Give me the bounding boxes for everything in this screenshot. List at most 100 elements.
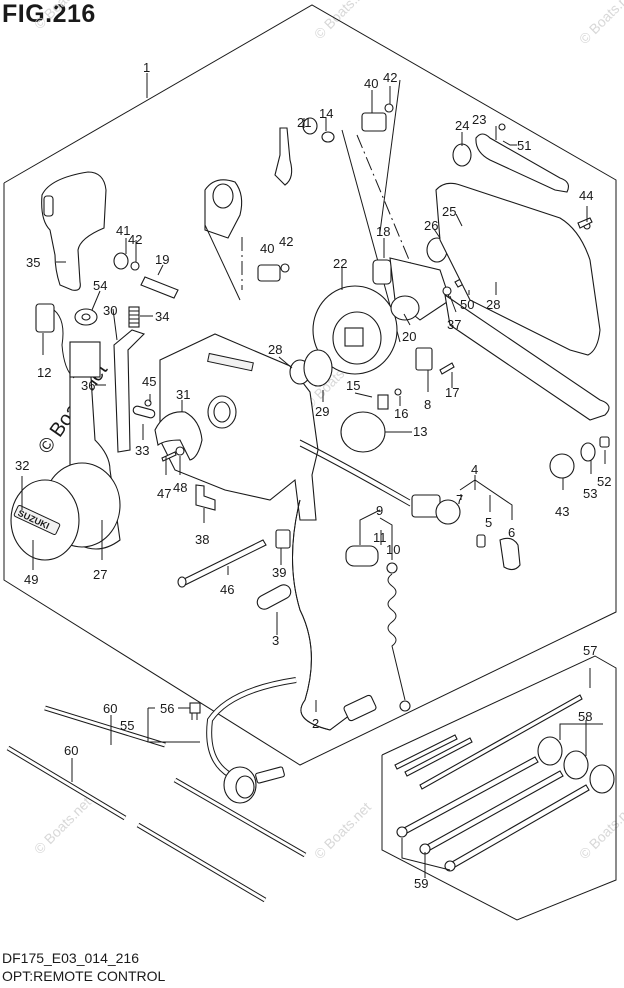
callout-label[interactable]: 44	[579, 188, 593, 203]
callout-label[interactable]: 25	[442, 204, 456, 219]
part-plate	[256, 584, 292, 610]
callout-label[interactable]: 9	[376, 503, 383, 518]
callout-label[interactable]: 16	[394, 406, 408, 421]
callout-labels: 1 2 3 4 5 6 7 8 9 10 11 12 13 14 15 16 1…	[15, 60, 611, 891]
callout-label[interactable]: 15	[346, 378, 360, 393]
callout-label[interactable]: 13	[413, 424, 427, 439]
watermark: © Boats.net	[31, 794, 94, 857]
assembly-frame-kit	[381, 655, 617, 921]
callout-label[interactable]: 30	[103, 303, 117, 318]
callout-label[interactable]: 2	[312, 716, 319, 731]
watermark: © Boats.net	[31, 0, 94, 32]
callout-label[interactable]: 54	[93, 278, 107, 293]
callout-label[interactable]: 36	[81, 378, 95, 393]
leader-lines	[21, 73, 606, 878]
callout-label[interactable]: 50	[460, 297, 474, 312]
callout-label[interactable]: 31	[176, 387, 190, 402]
part-washer-clip	[113, 252, 140, 271]
callout-label[interactable]: 52	[597, 474, 611, 489]
callout-label[interactable]: 18	[376, 224, 390, 239]
callout-label[interactable]: 7	[456, 492, 463, 507]
callout-label[interactable]: 29	[315, 404, 329, 419]
callout-label[interactable]: 45	[142, 374, 156, 389]
callout-label[interactable]: 40	[364, 76, 378, 91]
callout-label[interactable]: 60	[64, 743, 78, 758]
callout-label[interactable]: 10	[386, 542, 400, 557]
callout-label[interactable]: 60	[103, 701, 117, 716]
part-gear-plate	[312, 285, 398, 375]
part-clip-bracket	[195, 484, 216, 511]
callout-label[interactable]: 14	[319, 106, 333, 121]
callout-label[interactable]: 20	[402, 329, 416, 344]
part-throttle-bracket	[204, 179, 243, 290]
watermark: © Boats.net	[576, 799, 624, 862]
part-neutral-switch	[35, 303, 101, 379]
callout-label[interactable]: 42	[383, 70, 397, 85]
callout-label[interactable]: 39	[272, 565, 286, 580]
callout-label[interactable]: 42	[128, 232, 142, 247]
callout-label[interactable]: 59	[414, 876, 428, 891]
callout-label[interactable]: 53	[583, 486, 597, 501]
callout-label[interactable]: 32	[15, 458, 29, 473]
callout-label[interactable]: 23	[472, 112, 486, 127]
part-switch	[377, 347, 455, 410]
callout-label[interactable]: 58	[578, 709, 592, 724]
callout-label[interactable]: 37	[447, 317, 461, 332]
callout-label[interactable]: 21	[297, 115, 311, 130]
part-friction-lever	[274, 117, 335, 186]
callout-label[interactable]: 43	[555, 504, 569, 519]
callout-label[interactable]: 38	[195, 532, 209, 547]
part-stop-switch	[345, 545, 411, 712]
callout-label[interactable]: 47	[157, 486, 171, 501]
callout-label[interactable]: 51	[517, 138, 531, 153]
callout-label[interactable]: 48	[173, 480, 187, 495]
callout-label[interactable]: 4	[471, 462, 478, 477]
callout-label[interactable]: 22	[333, 256, 347, 271]
figure-title: FIG.216	[2, 0, 96, 28]
callout-label[interactable]: 49	[24, 572, 38, 587]
callout-label[interactable]: 8	[424, 397, 431, 412]
callout-label[interactable]: 24	[455, 118, 469, 133]
callout-label[interactable]: 11	[373, 530, 387, 545]
part-side-cover	[452, 123, 569, 193]
part-wire-harness	[206, 499, 377, 804]
callout-label[interactable]: 57	[583, 643, 597, 658]
callout-label[interactable]: 17	[445, 385, 459, 400]
callout-label[interactable]: 27	[93, 567, 107, 582]
callout-label[interactable]: 5	[485, 515, 492, 530]
part-shaft-assembly	[372, 237, 465, 321]
part-washer	[74, 308, 98, 326]
callout-label[interactable]: 33	[135, 443, 149, 458]
callout-label[interactable]: 6	[508, 525, 515, 540]
callout-label[interactable]: 55	[120, 718, 134, 733]
part-key-switch	[411, 494, 521, 571]
part-lock-bracket	[113, 329, 146, 453]
callout-label[interactable]: 26	[424, 218, 438, 233]
callout-label[interactable]: 3	[272, 633, 279, 648]
part-pin	[140, 276, 179, 299]
callout-label[interactable]: 42	[279, 234, 293, 249]
callout-label[interactable]: 19	[155, 252, 169, 267]
callout-label[interactable]: 1	[143, 60, 150, 75]
assembly-frame-main	[3, 4, 617, 766]
part-kit-spacers	[537, 736, 615, 794]
part-link-plate	[132, 399, 156, 419]
part-buzzer	[299, 411, 411, 507]
callout-label[interactable]: 28	[268, 342, 282, 357]
callout-label[interactable]: 34	[155, 309, 169, 324]
callout-label[interactable]: 56	[160, 701, 174, 716]
part-handle	[41, 171, 107, 291]
callout-label[interactable]: 40	[260, 241, 274, 256]
callout-label[interactable]: 46	[220, 582, 234, 597]
watermark: © Boats.net	[576, 0, 624, 47]
part-spring	[128, 306, 140, 328]
part-oil-seal	[289, 349, 333, 387]
watermark: © Boats.net	[311, 799, 374, 862]
callout-label[interactable]: 28	[486, 297, 500, 312]
callout-label[interactable]: 35	[26, 255, 40, 270]
callout-label[interactable]: 41	[116, 223, 130, 238]
callout-label[interactable]: 12	[37, 365, 51, 380]
part-control-housing	[159, 333, 319, 521]
part-bracket-clip	[257, 103, 394, 282]
